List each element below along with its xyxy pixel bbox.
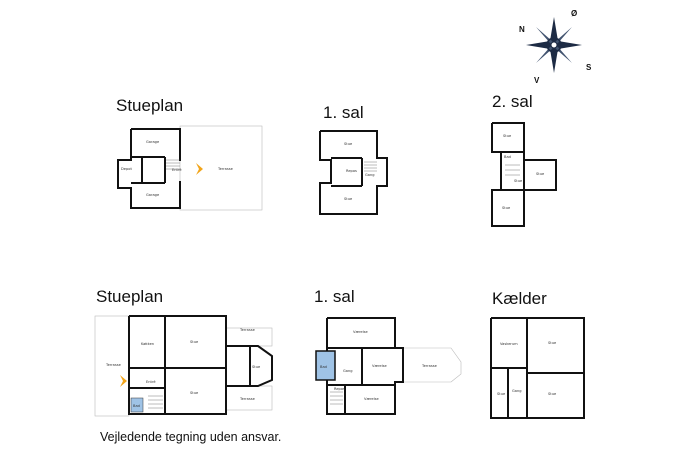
- plan-top-second: Stue Bad Stue Stue Stue: [491, 122, 557, 227]
- room-label: Terrasse: [217, 167, 234, 171]
- plan-bottom-basement: Vaskerum Stue Stue Gang Stue: [490, 317, 585, 419]
- room-label: Stue: [502, 206, 511, 210]
- room-label: Entré: [146, 380, 156, 384]
- room-label: Bad: [133, 404, 140, 408]
- plan-title-bottom-first: 1. sal: [314, 287, 355, 306]
- room-label: Værelse: [372, 364, 387, 368]
- plan-title-top-first: 1. sal: [323, 103, 364, 122]
- room-label: Garage: [146, 193, 160, 197]
- plan-top-first: Stue Gang Repos Stue: [319, 130, 388, 215]
- disclaimer-text: Vejledende tegning uden ansvar.: [100, 430, 282, 444]
- room-label: Garage: [146, 140, 160, 144]
- room-label: Terrasse: [239, 397, 256, 401]
- room-label: Stue: [344, 142, 353, 146]
- room-label: Terrasse: [239, 328, 256, 332]
- room-label: Stue: [190, 340, 199, 344]
- compass-east-label: Ø: [571, 9, 578, 18]
- room-label: Stue: [190, 391, 199, 395]
- room-label: Stue: [514, 179, 523, 183]
- room-label: Gang: [343, 369, 353, 373]
- room-label: Vaskerum: [500, 342, 518, 346]
- compass-south-label: S: [586, 63, 592, 72]
- room-label: Stue: [252, 365, 261, 369]
- room-label: Køkken: [141, 342, 154, 346]
- plan-title-bottom-ground: Stueplan: [96, 287, 164, 306]
- room-label: Stue: [548, 341, 557, 345]
- room-label: Stue: [536, 172, 545, 176]
- room-label: Gang: [365, 173, 375, 177]
- plan-bottom-first: Værelse Bad Værelse Terrasse Gang Repos …: [315, 317, 462, 415]
- room-label: Bad: [504, 155, 511, 159]
- room-label: Stue: [503, 134, 512, 138]
- room-label: Stue: [344, 197, 353, 201]
- plan-title-top-second: 2. sal: [492, 92, 533, 111]
- room-label: Repos: [334, 387, 345, 391]
- compass-north-label: N: [519, 25, 525, 34]
- room-label: Stue: [497, 392, 506, 396]
- room-label: Terrasse: [421, 364, 438, 368]
- room-label: Repos: [346, 169, 357, 173]
- room-label: Entré: [172, 168, 182, 172]
- room-label: Bad: [320, 365, 327, 369]
- plan-title-bottom-basement: Kælder: [492, 289, 547, 308]
- plan-title-top-ground: Stueplan: [116, 96, 184, 115]
- room-label: Stue: [548, 392, 557, 396]
- room-label: Værelse: [353, 330, 368, 334]
- plan-top-ground: Garage Depot Entré Garage Terrasse: [117, 125, 263, 211]
- room-label: Værelse: [364, 397, 379, 401]
- room-label: Gang: [512, 389, 522, 393]
- compass-rose-icon: [526, 17, 582, 73]
- compass-west-label: V: [534, 76, 540, 85]
- room-label: Depot: [121, 167, 132, 171]
- plan-bottom-ground: Køkken Stue Terrasse Terrasse Entré Stue…: [94, 315, 273, 417]
- room-label: Terrasse: [105, 363, 122, 367]
